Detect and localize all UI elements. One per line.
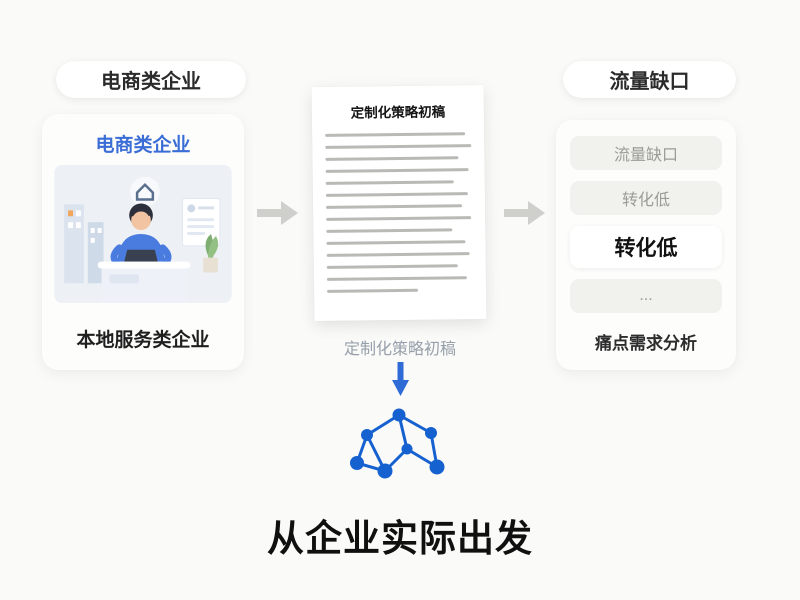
badge-traffic-gap-label: 流量缺口 [609, 71, 690, 93]
strategy-document: 定制化策略初稿 [311, 84, 487, 322]
doc-text-line [326, 264, 459, 270]
strategy-document-caption: 定制化策略初稿 [343, 341, 456, 358]
doc-text-line [326, 240, 466, 246]
pain-point-chip: 流量缺口 [570, 136, 722, 170]
badge-ecommerce: 电商类企业 [56, 61, 246, 98]
pain-point-card: 流量缺口 转化低 转化低 ... 痛点需求分析 [556, 120, 736, 370]
arrow-down-icon [392, 362, 409, 396]
pain-point-card-caption: 痛点需求分析 [595, 334, 697, 353]
doc-text-line [326, 228, 452, 234]
doc-text-line [326, 251, 470, 258]
doc-text-line [325, 144, 472, 150]
pain-point-chip: 转化低 [570, 181, 722, 215]
pain-point-chip-label: ... [639, 287, 653, 304]
doc-text-line [326, 204, 462, 210]
arrow-right-icon [504, 201, 545, 225]
pain-point-chip: ... [570, 279, 722, 313]
doc-text-line [325, 180, 455, 186]
office-worker-illustration-svg [54, 165, 232, 303]
badge-ecommerce-label: 电商类企业 [101, 71, 201, 93]
pain-point-chip-label: 转化低 [614, 237, 678, 260]
pain-point-chip-label: 流量缺口 [613, 147, 678, 164]
strategy-document-title: 定制化策略初稿 [350, 104, 446, 121]
enterprise-card: 电商类企业 [42, 114, 244, 370]
doc-text-line [325, 132, 466, 138]
enterprise-card-caption: 本地服务类企业 [76, 330, 210, 351]
arrow-right-icon [257, 201, 298, 225]
doc-text-line [326, 275, 468, 282]
network-graph-icon [350, 408, 445, 479]
doc-text-line [326, 216, 471, 222]
doc-text-line [327, 288, 418, 294]
headline: 从企业实际出发 [267, 518, 533, 559]
doc-text-line [325, 192, 468, 198]
pain-point-chip-selected: 转化低 [570, 226, 722, 268]
office-worker-illustration [54, 165, 232, 308]
badge-traffic-gap: 流量缺口 [563, 61, 736, 98]
enterprise-card-title: 电商类企业 [95, 135, 191, 156]
doc-text-line [325, 168, 469, 174]
pain-point-chip-label: 转化低 [621, 192, 670, 209]
doc-text-line [325, 156, 459, 162]
